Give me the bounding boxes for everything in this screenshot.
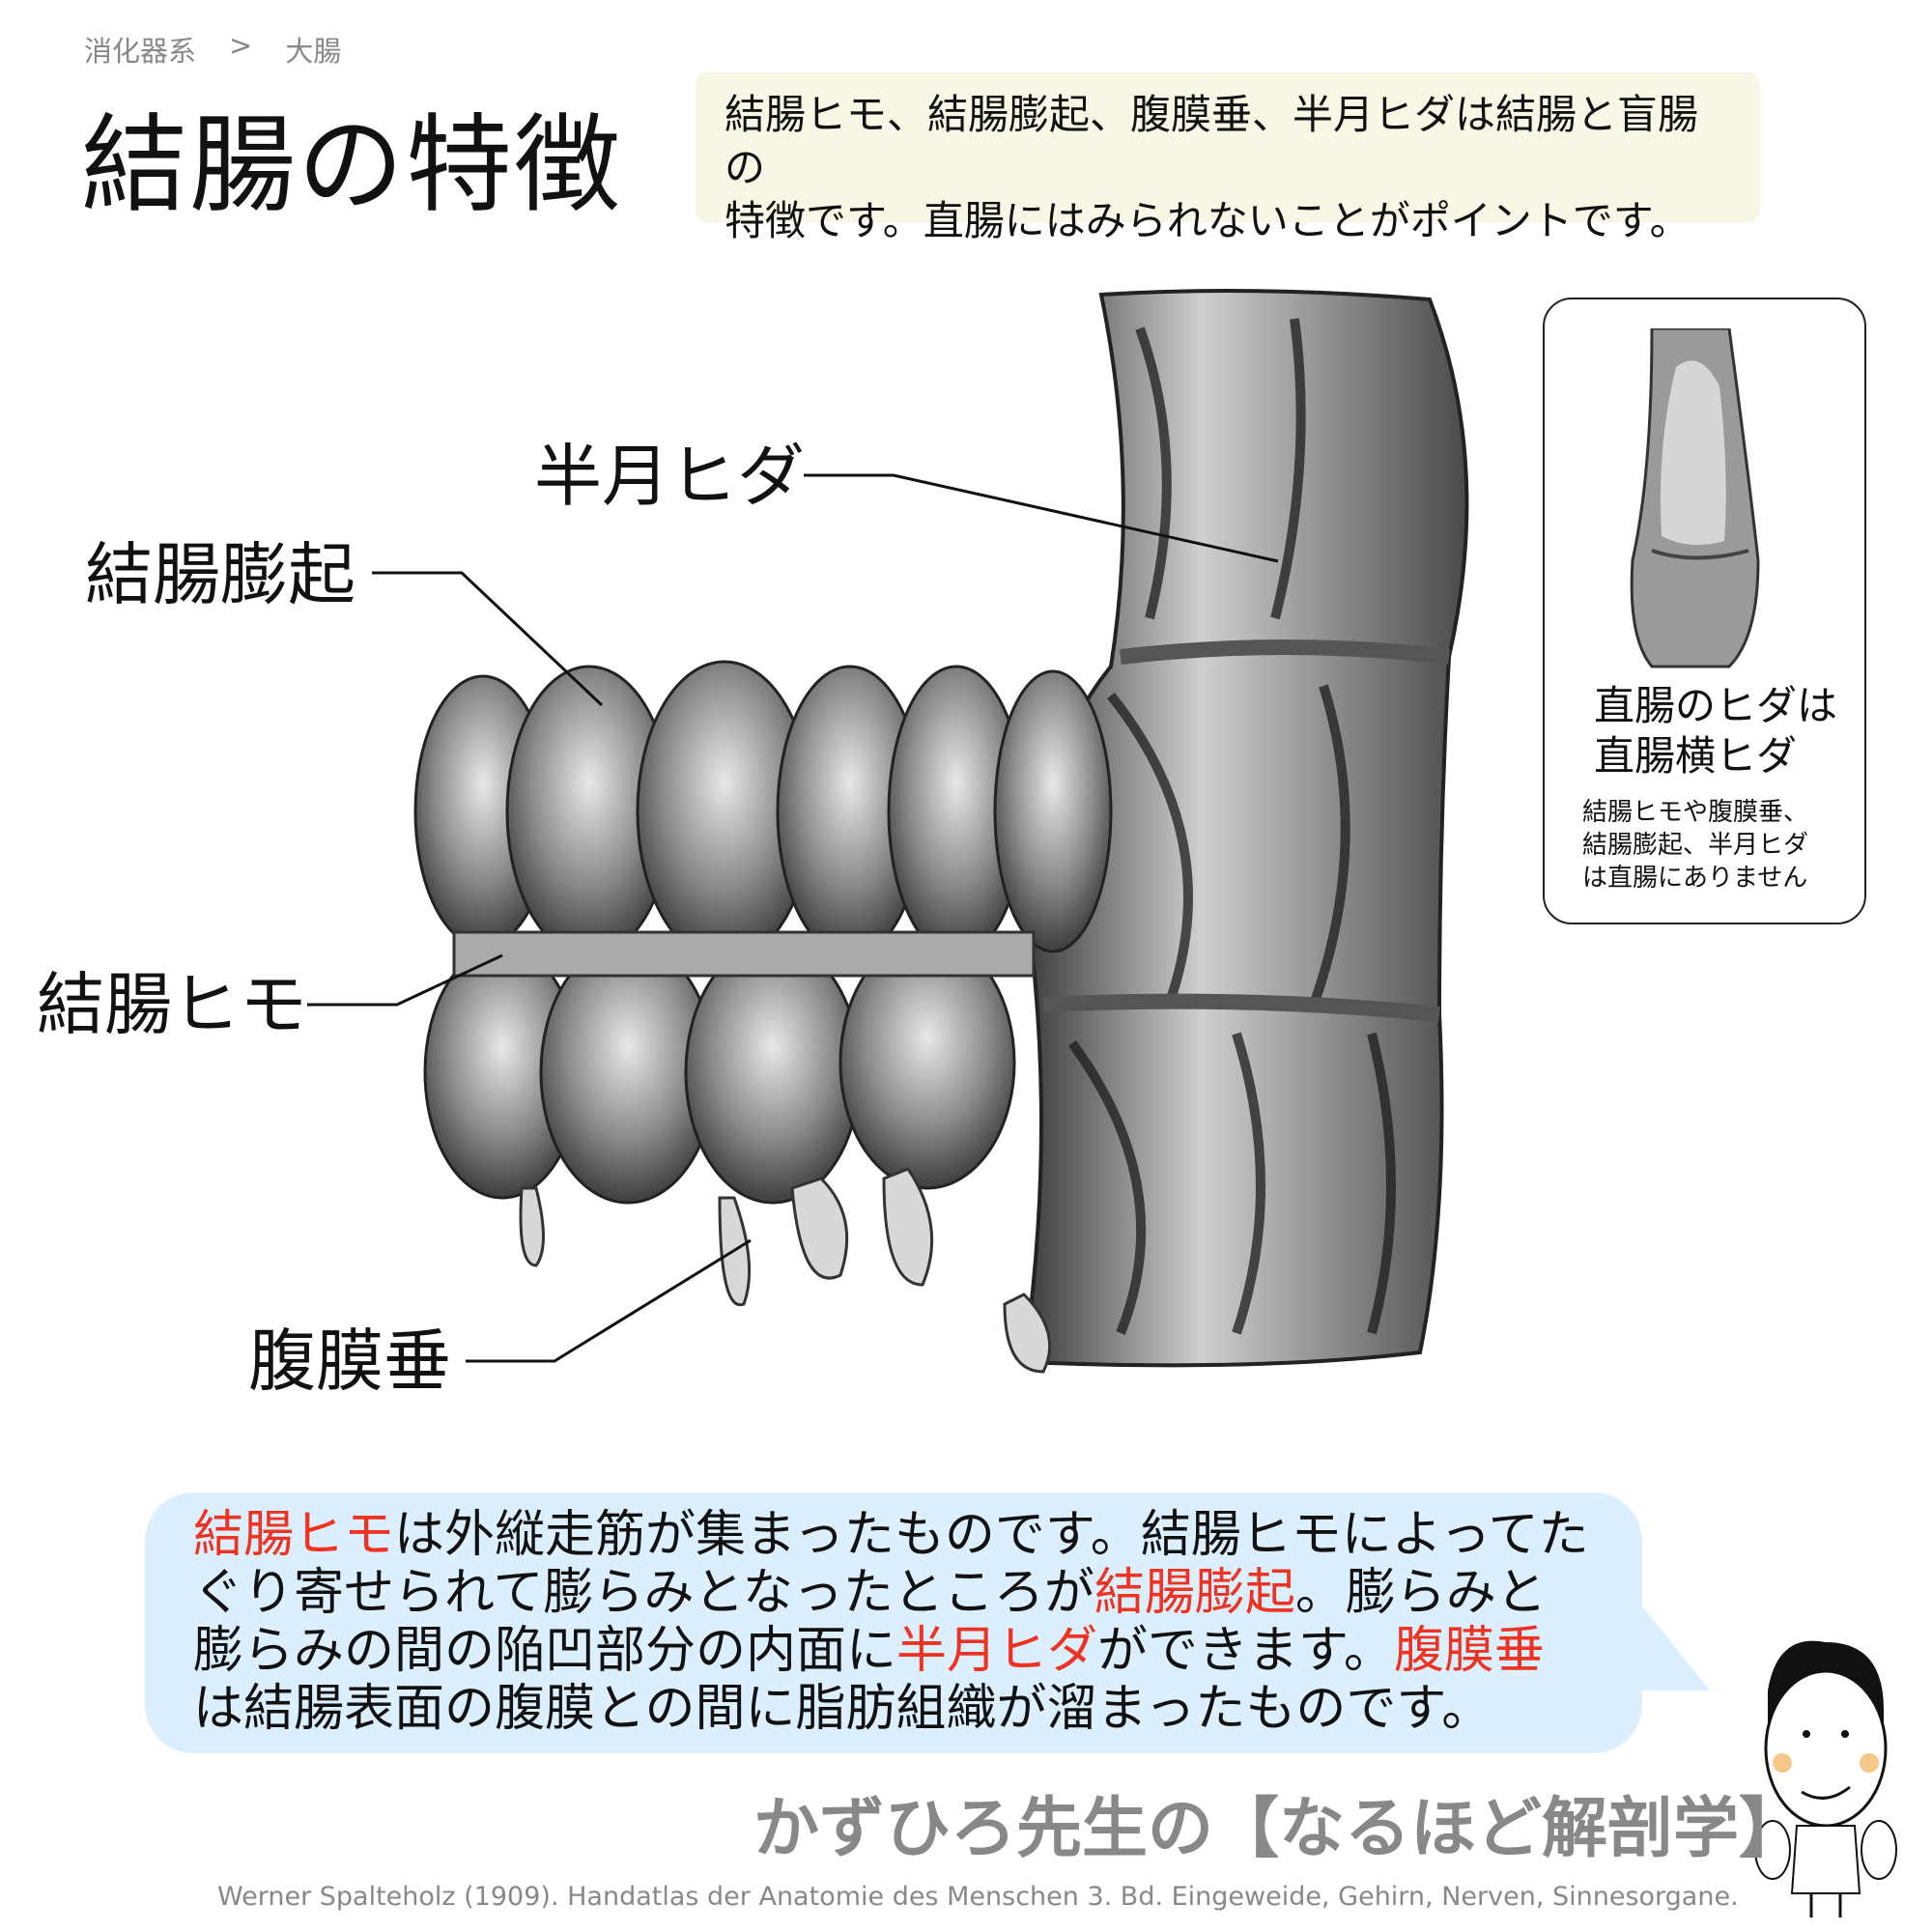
rectum-heading-line: 直腸のヒダは [1594,682,1838,729]
rectum-heading: 直腸のヒダは 直腸横ヒダ [1594,681,1837,781]
brand-title: かずひろ先生の【なるほど解剖学】 [753,1791,1805,1867]
highlight-text: 腹膜垂 [1393,1622,1545,1680]
highlight-text: 結腸膨起 [1094,1564,1295,1622]
image-credit: Werner Spalteholz (1909). Handatlas der … [217,1882,1739,1912]
rectum-note: 結腸ヒモや腹膜垂、 結腸膨起、半月ヒダ は直腸にありません [1582,796,1808,895]
label-semilunar-folds: 半月ヒダ [534,437,805,516]
explanation-bubble: 結腸ヒモは外縦走筋が集まったものです。結腸ヒモによってたぐり寄せられて膨らみとな… [145,1492,1642,1753]
summary-box: 結腸ヒモ、結腸膨起、腹膜垂、半月ヒダは結腸と盲腸の 特徴です。直腸にはみられない… [696,72,1760,244]
breadcrumb-item[interactable]: 消化器系 [84,35,197,68]
breadcrumb-separator: > [229,29,253,62]
body-text: ができます。 [1097,1622,1394,1680]
page-title: 結腸の特徴 [81,103,622,227]
teacher-mascot-illustration [1754,1640,1897,1918]
rectum-info-box [1543,298,1866,924]
summary-line: 結腸ヒモ、結腸膨起、腹膜垂、半月ヒダは結腸と盲腸の [724,91,1699,191]
body-text: は外縦走筋が集まったものです。結腸ヒモによってたぐり寄せられて膨らみとなったとこ… [193,1506,1589,1622]
rectum-note-line: は直腸にありません [1582,864,1808,893]
breadcrumb: 消化器系 > 大腸 [84,29,341,70]
label-epiploic-appendices: 腹膜垂 [248,1321,451,1401]
rectum-note-line: 結腸膨起、半月ヒダ [1582,831,1809,860]
bubble-tail [1633,1594,1710,1690]
rectum-illustration [1630,328,1760,668]
rectum-note-line: 結腸ヒモや腹膜垂、 [1582,798,1809,827]
label-taenia-coli: 結腸ヒモ [37,965,307,1044]
rectum-heading-line: 直腸横ヒダ [1594,732,1798,780]
body-text: 。膨らみと膨らみの間の陥凹部分の内面に [193,1564,1547,1680]
summary-line: 特徴です。直腸にはみられないことがポイントです。 [724,197,1690,244]
breadcrumb-item[interactable]: 大腸 [285,35,342,68]
label-haustra: 結腸膨起 [85,535,355,614]
highlight-text: 結腸ヒモ [193,1506,395,1564]
body-text: は結腸表面の腹膜との間に脂肪組織が溜まったものです。 [193,1680,1492,1738]
highlight-text: 半月ヒダ [896,1622,1098,1680]
